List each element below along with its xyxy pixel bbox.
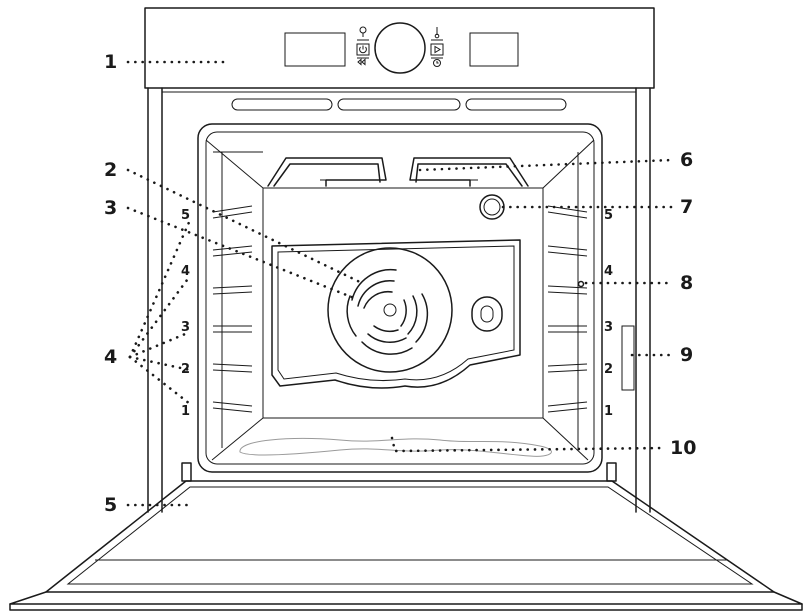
back-icon	[357, 57, 369, 66]
right-shelf-levels: 5 4 3 2 1	[604, 208, 613, 419]
fan	[327, 247, 453, 373]
temperature-icon	[431, 27, 443, 41]
callout-10: 10	[670, 437, 696, 459]
timer-icon	[431, 57, 443, 67]
callout-3: 3	[104, 197, 117, 219]
oven-door	[9, 462, 803, 611]
left-shelf-2: 2	[181, 362, 190, 377]
callout-labels: 1 2 3 4 5 6 7 8 9 10	[104, 51, 696, 516]
right-shelf-2: 2	[604, 362, 613, 377]
meat-probe-socket	[577, 280, 585, 288]
right-shelf-5: 5	[604, 208, 613, 223]
oven-cavity	[197, 123, 603, 473]
control-panel	[144, 7, 655, 89]
left-shelf-1: 1	[181, 404, 190, 419]
callout-5: 5	[104, 494, 117, 516]
top-grill-element	[267, 157, 529, 187]
callout-7: 7	[680, 196, 693, 218]
right-rack-guides	[547, 152, 588, 448]
air-vents	[231, 98, 567, 111]
bottom-heating-element	[239, 438, 552, 457]
callout-4: 4	[104, 346, 117, 368]
right-shelf-1: 1	[604, 404, 613, 419]
left-shelf-5: 5	[181, 208, 190, 223]
callout-9: 9	[680, 344, 693, 366]
lamp-icon	[357, 26, 369, 41]
left-display	[284, 32, 346, 67]
callout-2: 2	[104, 159, 117, 181]
callout-1: 1	[104, 51, 117, 73]
cabinet-frame	[147, 87, 651, 513]
control-knob	[374, 22, 426, 74]
right-display	[469, 32, 519, 67]
play-icon	[430, 43, 444, 56]
callout-8: 8	[680, 272, 693, 294]
right-shelf-3: 3	[604, 320, 613, 335]
data-plate	[621, 325, 635, 391]
power-icon	[356, 43, 370, 56]
left-shelf-3: 3	[181, 320, 190, 335]
left-shelf-4: 4	[181, 264, 190, 279]
right-shelf-4: 4	[604, 264, 613, 279]
callout-6: 6	[680, 149, 693, 171]
fan-cover	[271, 239, 521, 389]
left-shelf-levels: 5 4 3 2 1	[181, 208, 190, 419]
leader-lines	[126, 60, 674, 507]
oven-light	[479, 194, 505, 220]
left-rack-guides	[212, 151, 263, 448]
